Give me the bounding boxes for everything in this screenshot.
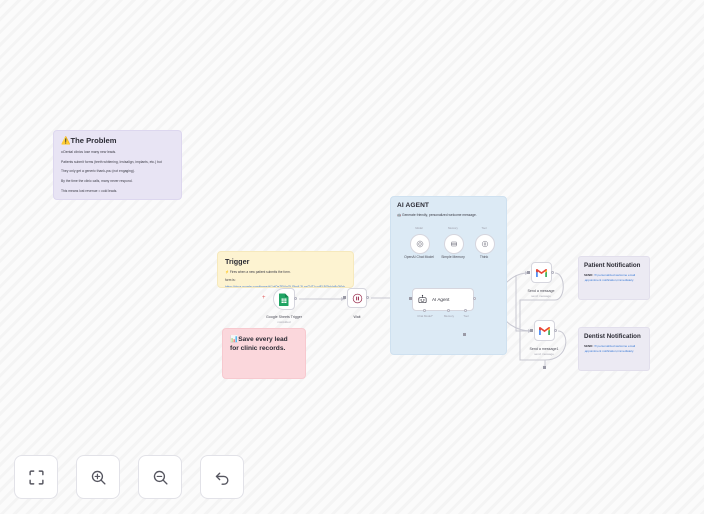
sticky-note-dentist-notification[interactable]: Dentist Notification SEND: ✉ personalize… xyxy=(578,327,650,371)
node-openai-chat-model[interactable] xyxy=(410,234,430,254)
subnode-model-caption: OpenAI Chat Model xyxy=(404,255,434,259)
agent-output-port[interactable] xyxy=(473,297,477,301)
canvas-toolbar[interactable] xyxy=(14,455,244,499)
agent-port-label-memory: Memory xyxy=(443,314,455,318)
ai-agent-group-subtitle: 🤖 Generate friendly, personalized welcom… xyxy=(397,212,477,217)
pause-icon xyxy=(352,293,362,303)
agent-input-port[interactable] xyxy=(409,297,413,301)
gmail-icon xyxy=(536,268,547,277)
gmail-2-input-port[interactable] xyxy=(530,329,534,333)
sheets-node-subcaption: rowAdded xyxy=(277,320,291,324)
reset-view-button[interactable] xyxy=(200,455,244,499)
agent-chat-model-port[interactable] xyxy=(423,309,427,313)
subnode-memory-toplabel: Memory xyxy=(448,227,458,230)
problem-line: ••Dental clinics lose many new leads. xyxy=(61,149,117,154)
undo-arrow-icon xyxy=(215,472,228,485)
problem-note-title: ⚠️The Problem xyxy=(61,136,117,145)
dentist-note-text: ✉ personalized welcome email ,appointmen… xyxy=(584,344,636,353)
zoom-in-icon xyxy=(91,470,106,485)
sticky-note-trigger[interactable]: Trigger ⚡ Fires when a new patient submi… xyxy=(217,251,354,288)
think-icon xyxy=(481,240,489,248)
zoom-in-button[interactable] xyxy=(76,455,120,499)
robot-icon xyxy=(418,294,427,304)
gmail-icon xyxy=(539,326,550,335)
gmail-1-output-port[interactable] xyxy=(551,271,555,275)
problem-line: This means lost revenue = cold leads. xyxy=(61,188,118,193)
gmail-1-input-port[interactable] xyxy=(527,271,531,275)
subnode-memory-caption: Simple Memory xyxy=(441,255,465,259)
trigger-note-body: ⚡ Fires when a new patient submits the f… xyxy=(225,270,346,288)
dentist-note-body: SEND: ✉ personalized welcome email ,appo… xyxy=(584,344,644,353)
patient-note-body: SEND: ✉ personalized welcome email ,appo… xyxy=(584,273,644,282)
sticky-note-patient-notification[interactable]: Patient Notification SEND: ✉ personalize… xyxy=(578,256,650,300)
zoom-out-icon xyxy=(153,470,168,485)
node-think-tool[interactable] xyxy=(475,234,495,254)
wait-node-caption: Wait xyxy=(353,315,361,319)
trigger-line-2: form is: xyxy=(225,277,236,282)
add-node-plus-icon[interactable]: + xyxy=(262,295,266,301)
agent-node-label: AI Agent xyxy=(432,297,450,302)
subnode-tool-toplabel: Tool xyxy=(481,227,487,230)
problem-line: They only get a generic thank-you (not e… xyxy=(61,169,135,174)
fit-view-icon xyxy=(28,469,44,485)
google-sheets-icon xyxy=(279,293,289,306)
gmail-1-caption: Send a message xyxy=(527,289,555,293)
sheets-output-port[interactable] xyxy=(294,297,298,301)
gmail-1-subcaption: send: message xyxy=(531,294,551,298)
agent-tool-stub-port[interactable] xyxy=(463,333,467,337)
trigger-note-title: Trigger xyxy=(225,257,250,266)
dentist-note-label: SEND: xyxy=(584,344,594,349)
problem-line: Patients submit forms (teeth whitening, … xyxy=(61,159,162,164)
sheets-node-caption: Google Sheets Trigger xyxy=(266,315,302,319)
node-ai-agent[interactable]: AI Agent xyxy=(412,288,474,311)
fit-view-button[interactable] xyxy=(14,455,58,499)
subnode-model-toplabel: Model xyxy=(415,227,423,230)
problem-note-body: ••Dental clinics lose many new leads. Pa… xyxy=(61,150,174,193)
zoom-out-button[interactable] xyxy=(138,455,182,499)
agent-port-label-chat-model: Chat Model* xyxy=(417,314,433,318)
openai-icon xyxy=(416,240,424,248)
patient-note-label: SEND: xyxy=(584,273,594,278)
node-gmail-send-message-1[interactable] xyxy=(534,320,555,341)
memory-icon xyxy=(451,241,457,247)
node-google-sheets-trigger[interactable] xyxy=(273,288,295,310)
node-wait[interactable] xyxy=(347,288,367,308)
save-note-title: 📊Save every lead for clinic records. xyxy=(230,336,288,352)
patient-note-text: ✉ personalized welcome email ,appointmen… xyxy=(584,273,636,282)
agent-tool-port[interactable] xyxy=(464,309,468,313)
dentist-note-title: Dentist Notification xyxy=(584,333,641,340)
agent-port-label-tool: Tool xyxy=(463,314,469,318)
wait-output-port[interactable] xyxy=(366,296,370,300)
problem-line: By the time the clinic calls, many never… xyxy=(61,179,133,184)
wait-input-port[interactable] xyxy=(343,296,347,300)
subnode-tool-caption: Think xyxy=(479,255,489,259)
gmail-2-output-port[interactable] xyxy=(554,329,558,333)
patient-note-title: Patient Notification xyxy=(584,262,641,269)
ai-agent-group-note[interactable]: AI AGENT 🤖 Generate friendly, personaliz… xyxy=(390,196,507,355)
trigger-form-link[interactable]: https://docs.google.com/forms/d/1ctDe7FA… xyxy=(225,284,345,288)
node-simple-memory[interactable] xyxy=(444,234,464,254)
trigger-line-1: ⚡ Fires when a new patient submits the f… xyxy=(225,270,291,275)
gmail-2-subcaption: send: message xyxy=(534,352,554,356)
node-gmail-send-message[interactable] xyxy=(531,262,552,283)
agent-memory-port[interactable] xyxy=(447,309,451,313)
gmail-2-loop-port[interactable] xyxy=(543,366,547,370)
sticky-note-problem[interactable]: ⚠️The Problem ••Dental clinics lose many… xyxy=(53,130,182,200)
sticky-note-save-lead[interactable]: 📊Save every lead for clinic records. xyxy=(222,328,306,379)
ai-agent-group-title: AI AGENT xyxy=(397,202,430,209)
gmail-2-caption: Send a message1 xyxy=(529,347,559,351)
